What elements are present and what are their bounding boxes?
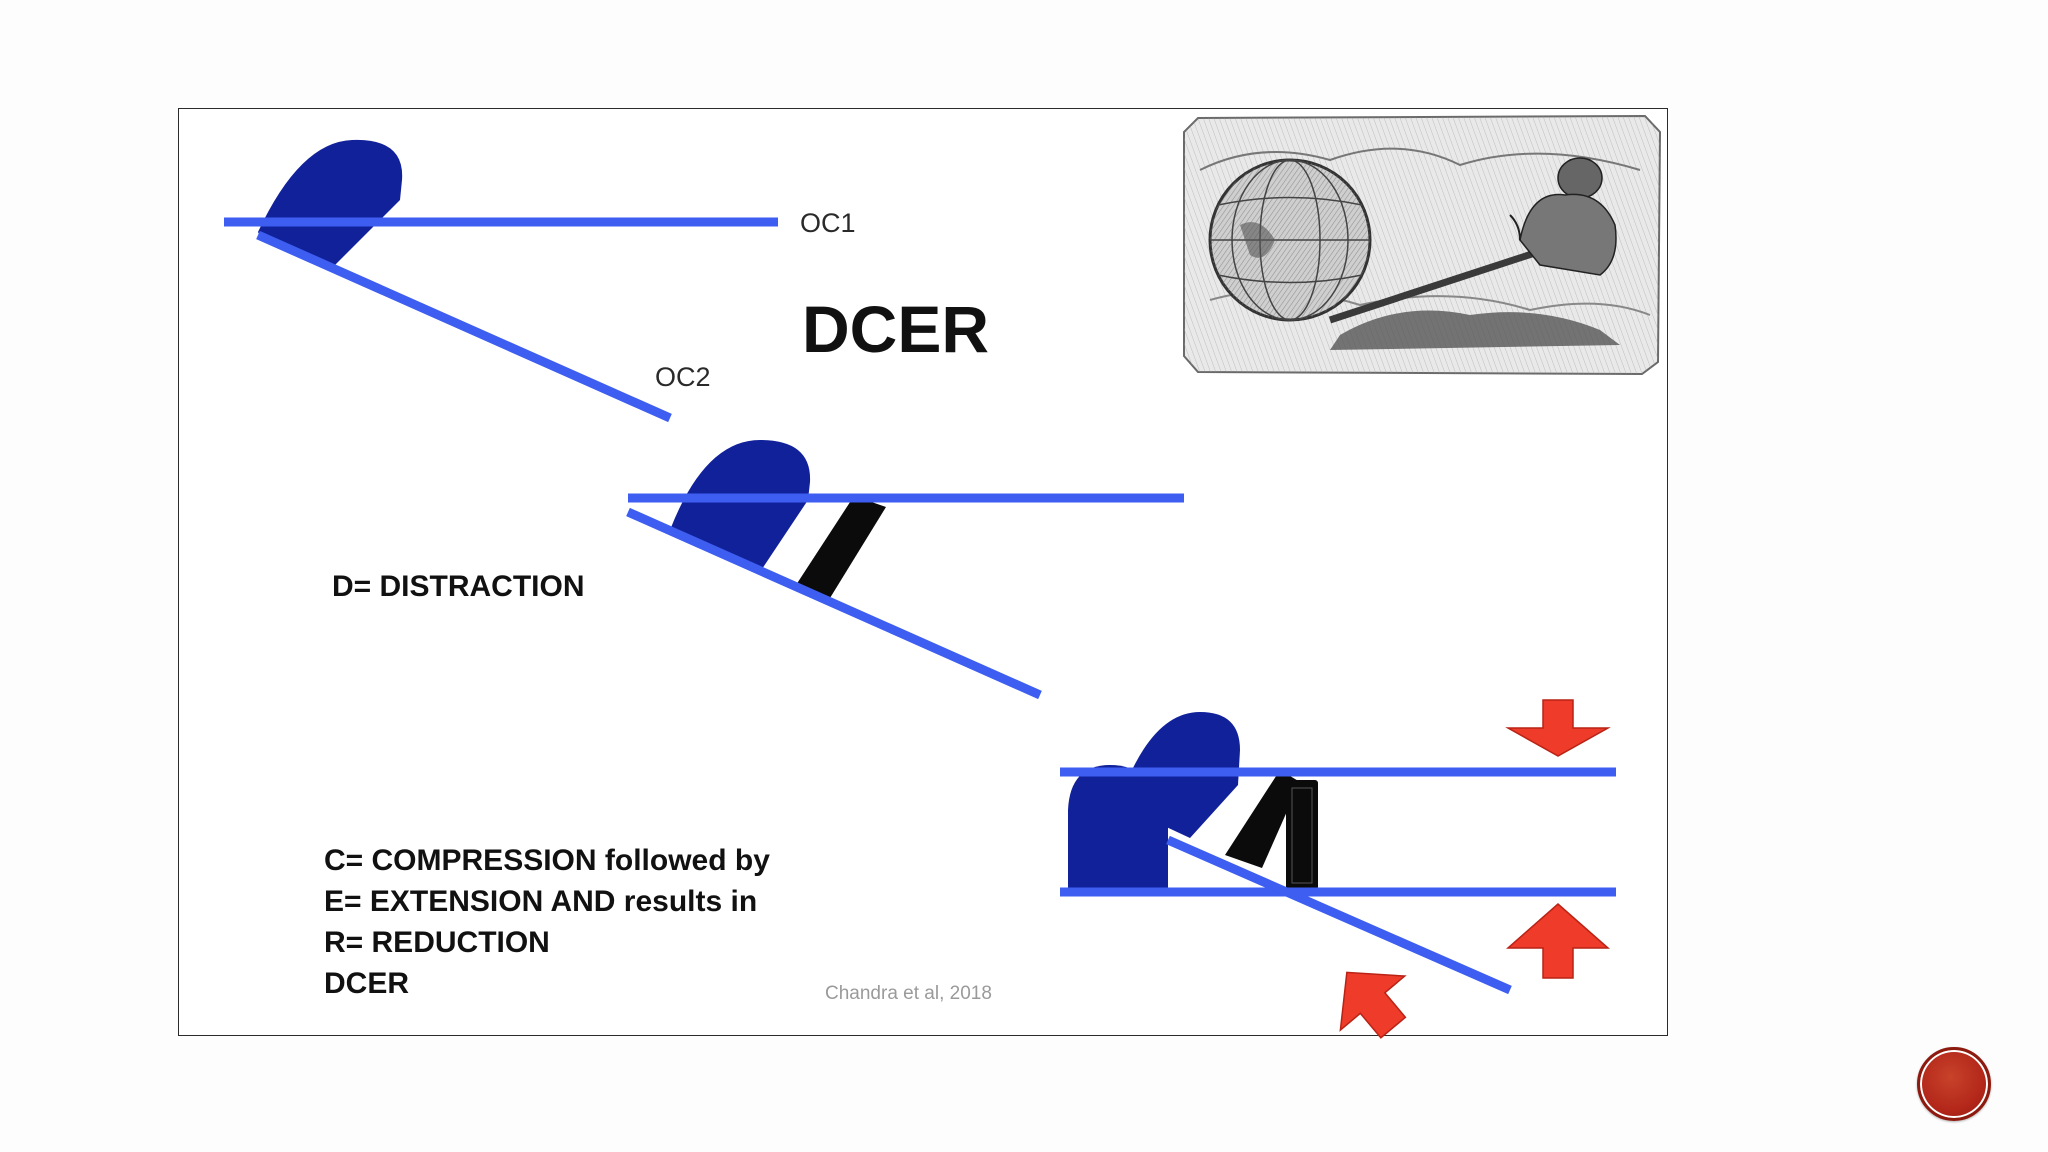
slide-title: DCER	[802, 292, 989, 366]
label-oc2: OC2	[655, 362, 711, 392]
globe-icon	[1208, 158, 1372, 322]
oc2-line	[256, 230, 672, 423]
spacer-block	[1225, 770, 1300, 868]
step-dcer: DCER	[324, 967, 409, 1000]
spacer-block	[796, 496, 886, 598]
step-c: C= COMPRESSION followed by	[324, 844, 770, 877]
label-distraction: D= DISTRACTION	[332, 570, 585, 603]
arrow-down-icon	[1505, 699, 1611, 757]
step-e: E= EXTENSION AND results in	[324, 885, 757, 918]
step-r: R= REDUCTION	[324, 926, 550, 959]
archimedes-figure-icon	[1509, 157, 1617, 276]
diagram-distraction	[626, 440, 1184, 700]
condyle-shape-reduced	[1068, 765, 1168, 890]
arrow-up-icon	[1506, 903, 1610, 979]
condyle-shape	[668, 440, 811, 572]
cer-text-block: C= COMPRESSION followed by E= EXTENSION …	[324, 844, 770, 1000]
arrow-diagonal-icon	[1339, 971, 1407, 1039]
lower-line	[626, 507, 1042, 700]
angled-line	[1166, 835, 1512, 995]
diagram-initial-state: OC1 OC2	[224, 139, 856, 423]
spacer-block-vertical	[1286, 780, 1318, 890]
slide-number-badge	[1917, 1047, 1991, 1121]
label-oc1: OC1	[800, 208, 856, 238]
condyle-shape	[258, 139, 403, 270]
engraving-illustration	[1183, 114, 1662, 376]
citation: Chandra et al, 2018	[825, 983, 992, 1004]
diagram-reduction	[1060, 699, 1616, 1039]
